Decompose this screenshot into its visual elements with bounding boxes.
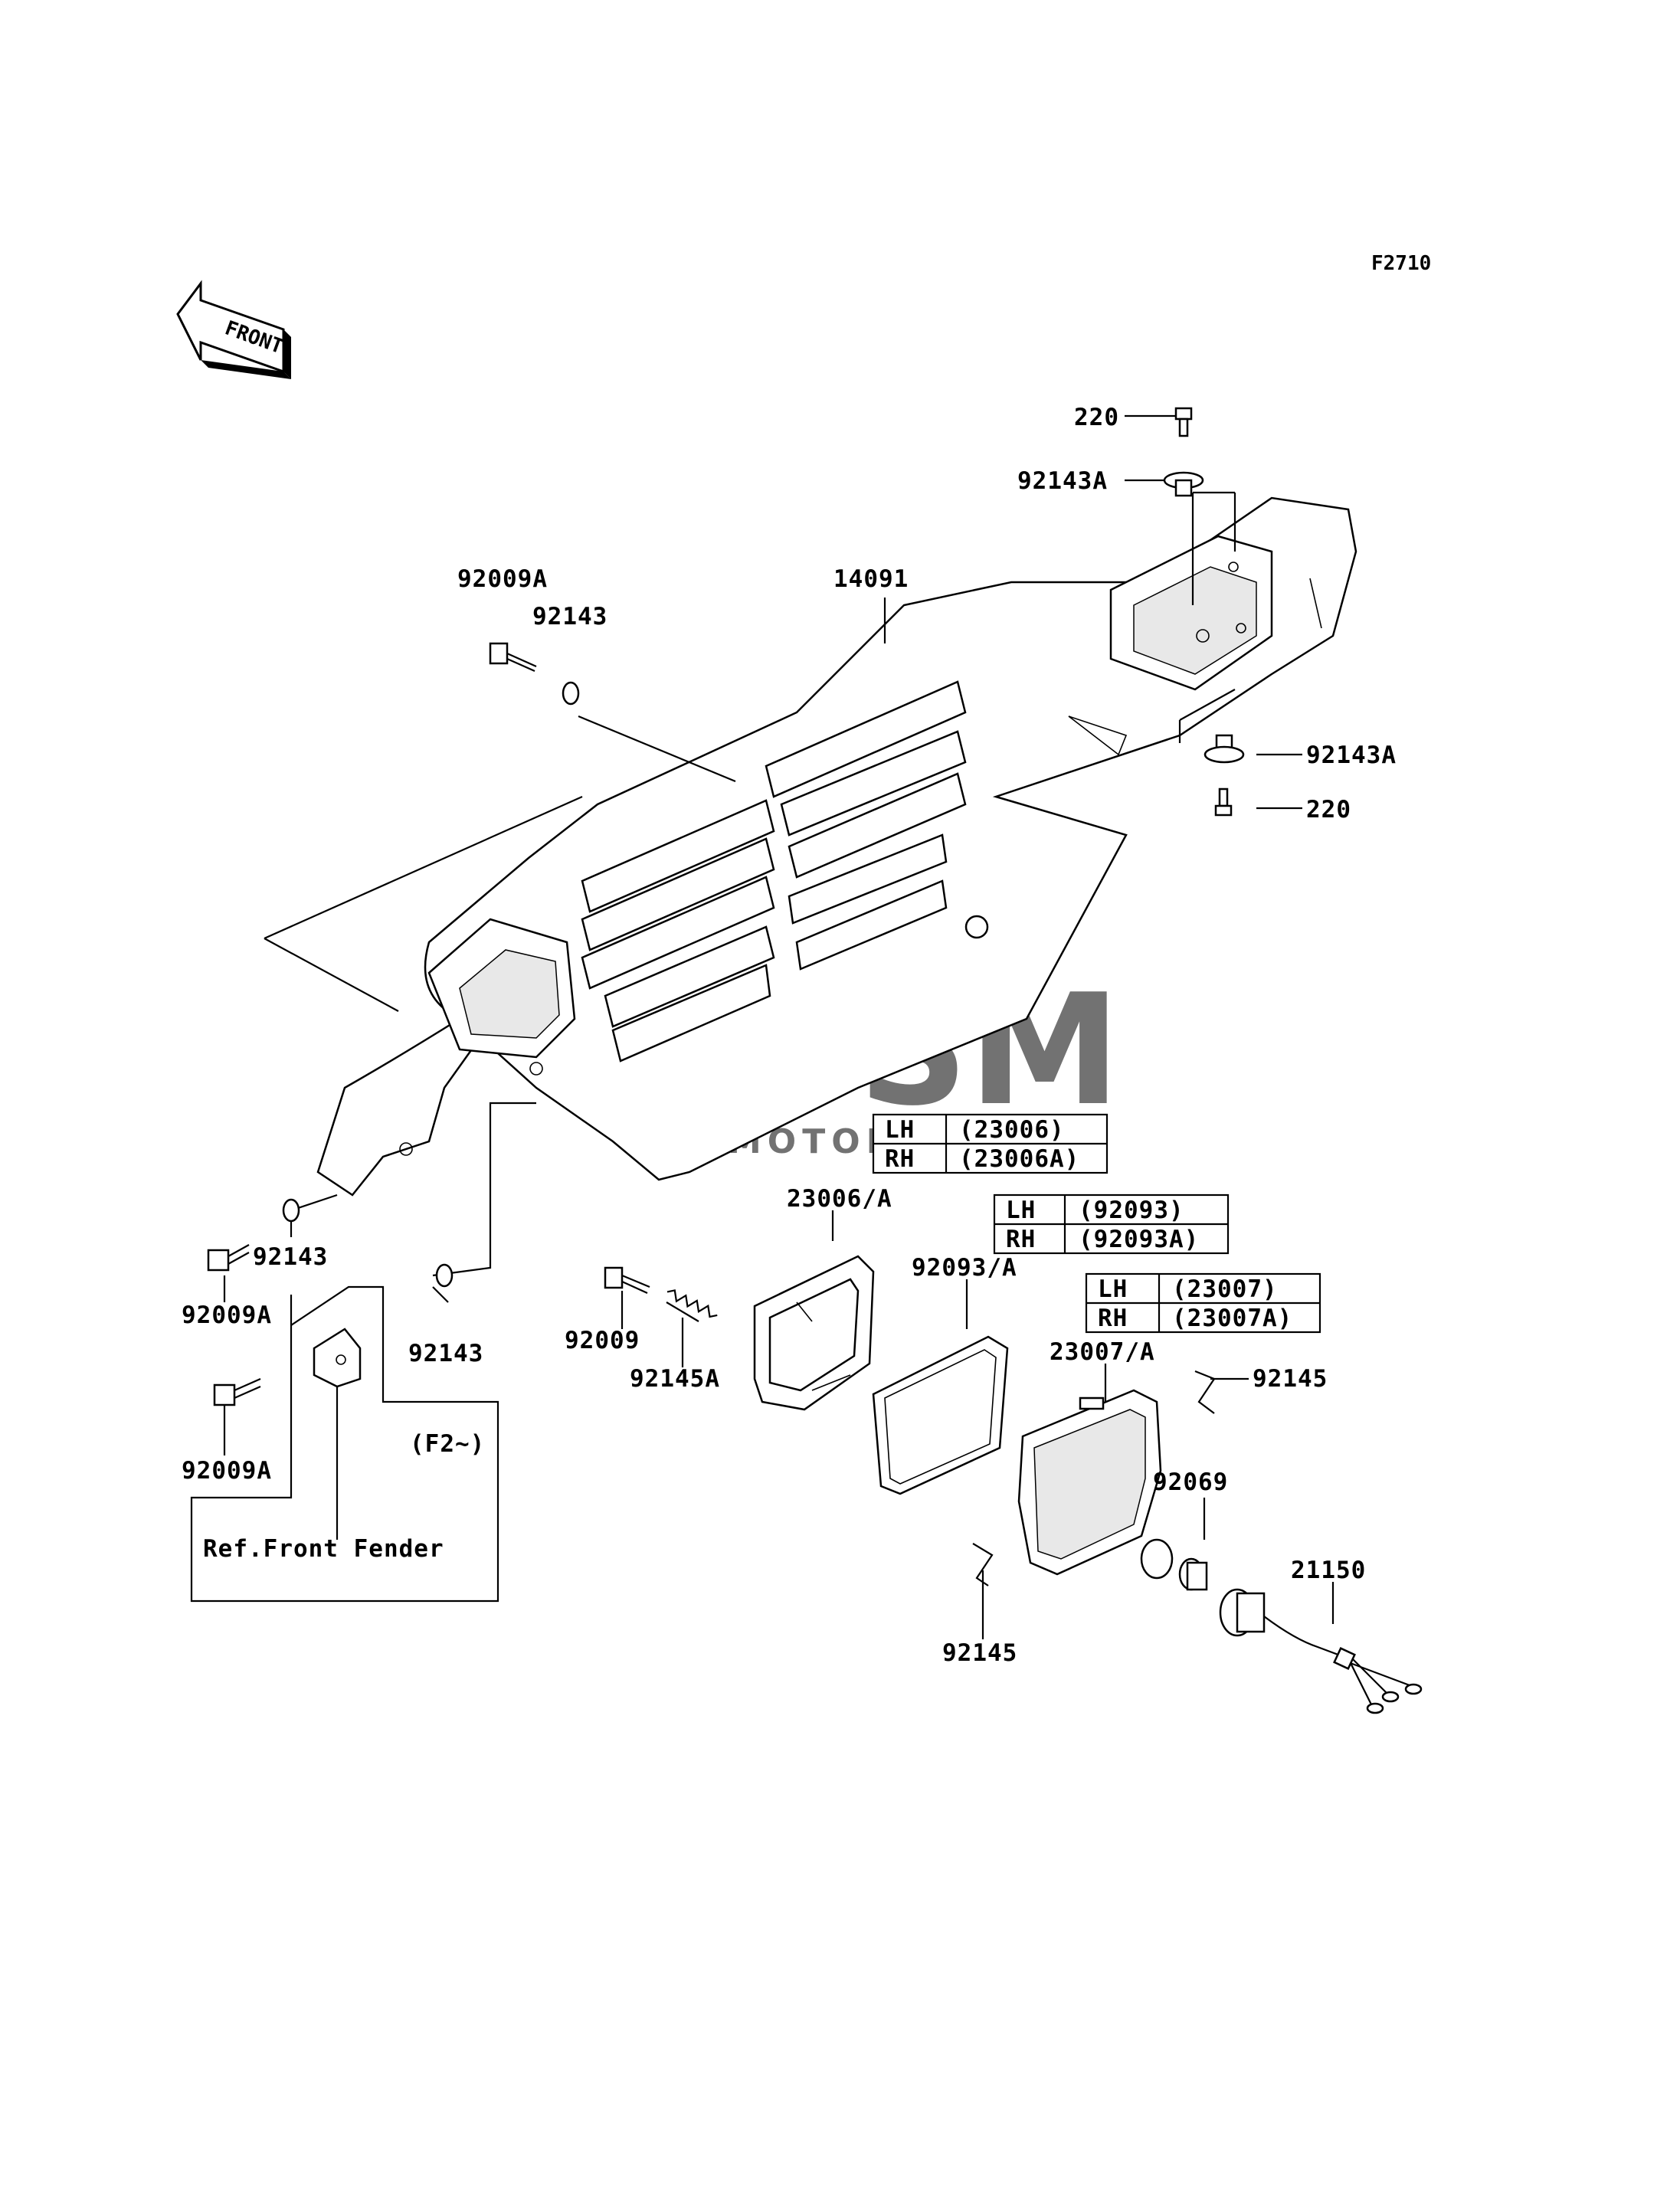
washer-92143-left-icon xyxy=(282,1198,300,1223)
diagram-code: F2710 xyxy=(1371,252,1431,275)
label-92143-top: 92143 xyxy=(532,603,607,630)
label-92143A-top: 92143A xyxy=(1017,467,1108,495)
bolt-92009A-top-icon xyxy=(489,642,537,673)
label-92145-bottom: 92145 xyxy=(942,1639,1017,1667)
headlight-cover-14091 xyxy=(316,496,1357,1197)
table-23007-rh-side: RH xyxy=(1098,1305,1128,1332)
label-92009A-top: 92009A xyxy=(457,565,548,593)
vent-slats-left xyxy=(581,799,775,1062)
table-23006-lh-part: (23006) xyxy=(959,1116,1065,1144)
clip-92145-bottom-icon xyxy=(972,1543,994,1586)
reference-note: Ref.Front Fender xyxy=(203,1535,444,1563)
label-92009A-left: 92009A xyxy=(182,1302,272,1329)
table-23006-rh-part: (23006A) xyxy=(959,1145,1079,1173)
washer-92143-top-icon xyxy=(562,681,580,706)
label-23006A: 23006/A xyxy=(787,1185,892,1213)
grommet-92143A-right-icon xyxy=(1204,734,1245,764)
table-23006-lh-side: LH xyxy=(885,1116,915,1144)
label-92069: 92069 xyxy=(1153,1468,1228,1496)
bulb-92069-icon xyxy=(1178,1557,1208,1591)
table-92093-rh-side: RH xyxy=(1006,1226,1036,1253)
washer-92143-mid-icon xyxy=(435,1263,454,1288)
grommet-92143A-top-icon xyxy=(1163,471,1204,497)
label-92143A-right: 92143A xyxy=(1306,742,1397,769)
bolt-92009A-bottom-icon xyxy=(213,1377,261,1406)
label-220-top: 220 xyxy=(1074,404,1119,431)
variant-table-23006: LH (23006) RH (23006A) xyxy=(872,1113,1109,1174)
label-92009A-bottom: 92009A xyxy=(182,1457,272,1485)
label-14091: 14091 xyxy=(833,565,909,593)
bolt-92009-icon xyxy=(604,1266,650,1295)
bolt-92009A-left-icon xyxy=(207,1244,250,1272)
table-23007-lh-side: LH xyxy=(1098,1275,1128,1303)
table-23007-rh-part: (23007A) xyxy=(1172,1305,1292,1332)
table-92093-lh-side: LH xyxy=(1006,1197,1036,1224)
label-21150: 21150 xyxy=(1291,1557,1366,1584)
screw-220-right-icon xyxy=(1214,787,1233,817)
label-23007A: 23007/A xyxy=(1050,1338,1155,1366)
spring-92145A-icon xyxy=(666,1289,718,1318)
headlight-rim-23006 xyxy=(753,1255,875,1411)
label-92145A: 92145A xyxy=(630,1365,720,1393)
serial-note: (F2~) xyxy=(410,1430,485,1458)
label-92145-right: 92145 xyxy=(1253,1365,1328,1393)
screw-220-top-icon xyxy=(1174,407,1193,437)
table-92093-rh-part: (92093A) xyxy=(1079,1226,1199,1253)
front-direction-arrow-icon: FRONT xyxy=(176,280,291,379)
table-92093-lh-part: (92093) xyxy=(1079,1197,1184,1224)
fasteners xyxy=(207,407,1245,1586)
leader-lines xyxy=(190,414,1335,1639)
socket-harness-21150-icon xyxy=(1219,1588,1423,1714)
label-92009: 92009 xyxy=(565,1327,640,1354)
clip-92145-right-icon xyxy=(1194,1370,1216,1414)
label-92143-left: 92143 xyxy=(253,1243,328,1271)
label-92093A: 92093/A xyxy=(912,1254,1017,1282)
bracket-icon xyxy=(313,1328,362,1388)
headlight-seal-92093 xyxy=(872,1335,1009,1495)
variant-table-23007: LH (23007) RH (23007A) xyxy=(1085,1272,1321,1334)
label-220-right: 220 xyxy=(1306,796,1351,823)
vent-slats-right xyxy=(765,680,967,971)
table-23006-rh-side: RH xyxy=(885,1145,915,1173)
label-92143-mid: 92143 xyxy=(408,1340,483,1367)
headlight-unit-23007 xyxy=(1017,1389,1174,1580)
table-23007-lh-part: (23007) xyxy=(1172,1275,1278,1303)
variant-table-92093: LH (92093) RH (92093A) xyxy=(993,1193,1230,1255)
